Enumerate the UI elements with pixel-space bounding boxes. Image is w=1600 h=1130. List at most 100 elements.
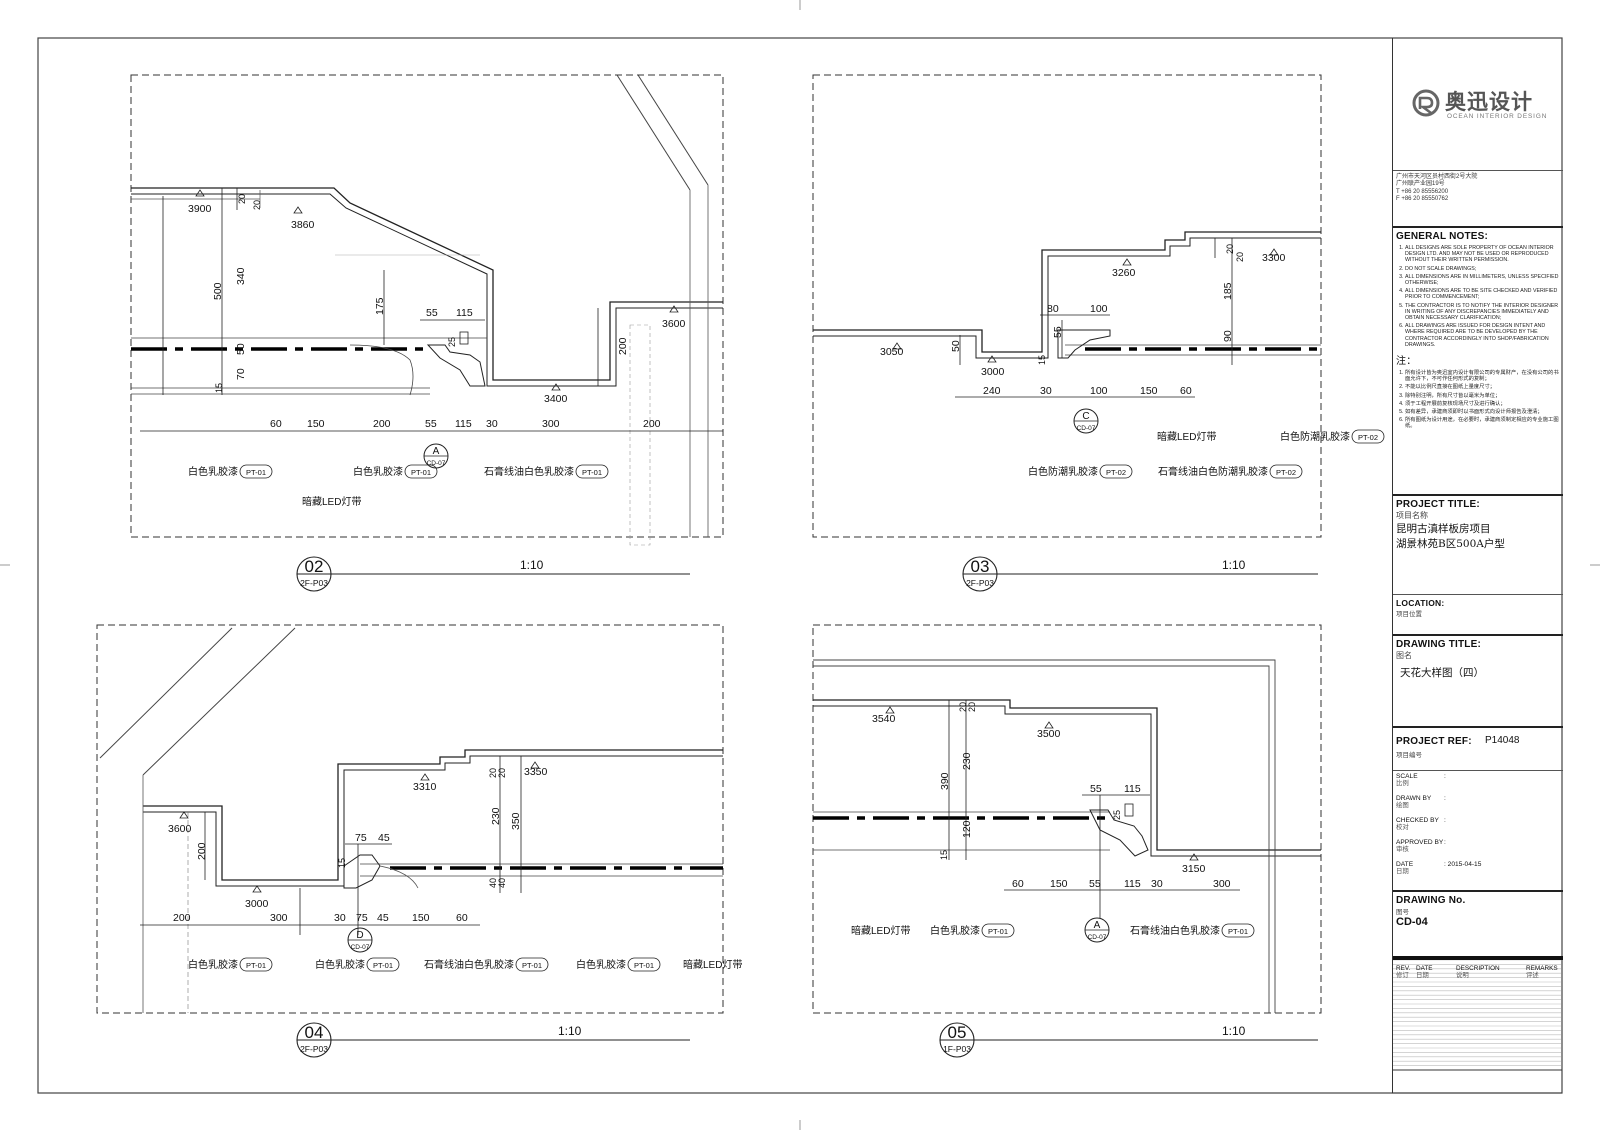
level-value: 3000 bbox=[981, 366, 1005, 378]
detail-scale: 1:10 bbox=[1222, 1024, 1246, 1038]
drawing-title-section: DRAWING TITLE: 图名 天花大样图（四） bbox=[1393, 634, 1563, 726]
cn-note: 所有图纸为设计用途，在必要时，承建商须制定相应的专业施工图纸。 bbox=[1405, 417, 1560, 429]
drawing-title-label: DRAWING TITLE: bbox=[1396, 639, 1482, 650]
revision-header: REV.修订 bbox=[1396, 965, 1411, 980]
detail-sheet-ref: 1F-P03 bbox=[943, 1044, 971, 1054]
dimension-value: 30 bbox=[1151, 878, 1163, 890]
info-row-label: CHECKED BY bbox=[1396, 817, 1439, 824]
level-value: 3300 bbox=[1262, 252, 1286, 264]
dimension-value: 60 bbox=[456, 912, 468, 924]
dimension-value: 30 bbox=[1040, 385, 1052, 397]
dimension-value: 185 bbox=[1222, 282, 1234, 300]
dimension-value: 150 bbox=[1140, 385, 1158, 397]
material-tag: PT-01 bbox=[366, 957, 400, 972]
material-label: 石膏线油白色防潮乳胶漆 bbox=[1158, 465, 1268, 478]
dimension-value: 200 bbox=[643, 418, 661, 430]
drawing-no-sub: 图号 bbox=[1396, 909, 1409, 916]
dimension-value: 55 bbox=[1090, 783, 1102, 795]
dimension-value: 55 bbox=[1089, 878, 1101, 890]
project-ref-sub: 项目编号 bbox=[1396, 752, 1422, 759]
general-note: ALL DIMENSIONS ARE IN MILLIMETERS, UNLES… bbox=[1405, 274, 1560, 286]
level-value: 3600 bbox=[168, 823, 192, 835]
title-block-rules bbox=[1392, 1069, 1562, 1094]
dimension-value: 30 bbox=[486, 418, 498, 430]
dimension-value: 390 bbox=[939, 772, 951, 790]
dimension-value: 200 bbox=[617, 337, 629, 355]
callout-ref: CD-07 bbox=[1077, 425, 1096, 432]
callout-ref: CD-07 bbox=[1088, 934, 1107, 941]
material-tag-code: PT-01 bbox=[373, 961, 393, 970]
info-row-sub: 日期 bbox=[1396, 868, 1409, 876]
dimension-value: 70 bbox=[235, 368, 247, 380]
dimension-value: 230 bbox=[961, 752, 973, 770]
section-callout: ACD-07 bbox=[1084, 917, 1110, 943]
project-title-line: 昆明古滇样板房项目 bbox=[1396, 523, 1491, 535]
dimension-value: 150 bbox=[1050, 878, 1068, 890]
info-row-sub: 比例 bbox=[1396, 780, 1409, 788]
address-section: 广州市天河区员村西街2号大院 广州联产业园19号 T +86 20 855562… bbox=[1393, 170, 1563, 226]
detail-sheet-ref: 2F-P03 bbox=[300, 578, 328, 588]
material-tag: PT-02 bbox=[1351, 429, 1385, 444]
material-tag: PT-01 bbox=[404, 464, 438, 479]
dimension-value: 300 bbox=[1213, 878, 1231, 890]
info-row-label: DRAWN BY bbox=[1396, 795, 1432, 802]
cn-note: 不能以比例尺直接在图纸上量度尺寸； bbox=[1405, 384, 1560, 390]
location-sub: 项目位置 bbox=[1396, 611, 1422, 618]
logo: 奥迅设计 OCEAN INTERIOR DESIGN bbox=[1411, 86, 1561, 136]
material-tag-code: PT-01 bbox=[582, 468, 602, 477]
material-tag-code: PT-02 bbox=[1358, 433, 1378, 442]
level-value: 3400 bbox=[544, 393, 568, 405]
dimension-value: 20 bbox=[237, 194, 247, 204]
section-callout: DCD-07 bbox=[347, 927, 373, 953]
material-tag: PT-01 bbox=[239, 464, 273, 479]
detail-sheet-ref: 2F-P03 bbox=[300, 1044, 328, 1054]
material-tag-code: PT-01 bbox=[522, 961, 542, 970]
dimension-value: 60 bbox=[1180, 385, 1192, 397]
project-title-section: PROJECT TITLE: 项目名称 昆明古滇样板房项目 湖景林苑B区500A… bbox=[1393, 494, 1563, 594]
detail-number: 03 bbox=[971, 557, 990, 576]
dimension-value: 175 bbox=[374, 297, 386, 315]
dimension-value: 200 bbox=[373, 418, 391, 430]
revision-table-lines bbox=[1393, 959, 1561, 1066]
material-tag: PT-01 bbox=[627, 957, 661, 972]
drawing-number: CD-04 bbox=[1396, 916, 1428, 928]
info-row-label: SCALE bbox=[1396, 773, 1418, 780]
dimension-value: 20 bbox=[497, 768, 507, 778]
dimension-value: 45 bbox=[378, 832, 390, 844]
info-row-sub: 校对 bbox=[1396, 824, 1409, 832]
dimension-value: 25 bbox=[447, 337, 457, 347]
level-value: 3150 bbox=[1182, 863, 1206, 875]
info-row-value: : 2015-04-15 bbox=[1444, 861, 1482, 868]
project-title-sub: 项目名称 bbox=[1396, 511, 1428, 520]
drawing-title: 天花大样图（四） bbox=[1400, 667, 1484, 679]
cn-note: 除特别注明，所有尺寸皆以毫米为单位； bbox=[1405, 393, 1560, 399]
general-note: THE CONTRACTOR IS TO NOTIFY THE INTERIOR… bbox=[1405, 303, 1560, 322]
section-callout: ACD-07 bbox=[423, 443, 449, 469]
dimension-value: 120 bbox=[961, 820, 973, 838]
dimension-value: 115 bbox=[1124, 783, 1141, 795]
project-title-label: PROJECT TITLE: bbox=[1396, 499, 1480, 510]
drawing-no-section: DRAWING No. 图号 CD-04 bbox=[1393, 890, 1563, 956]
callout-letter: A bbox=[433, 446, 440, 457]
logo-english-name: OCEAN INTERIOR DESIGN bbox=[1447, 113, 1548, 120]
material-label: 白色乳胶漆 bbox=[188, 465, 238, 478]
level-value: 3350 bbox=[524, 766, 548, 778]
drawing-title-sub: 图名 bbox=[1396, 651, 1412, 660]
material-label: 白色防潮乳胶漆 bbox=[1028, 465, 1098, 478]
address-line: 广州市天河区员村西街2号大院 bbox=[1396, 174, 1478, 180]
material-label: 白色乳胶漆 bbox=[353, 465, 403, 478]
dimension-value: 15 bbox=[1037, 355, 1047, 365]
dimension-value: 200 bbox=[196, 842, 208, 860]
dimension-value: 230 bbox=[490, 807, 502, 825]
dimension-value: 45 bbox=[377, 912, 389, 924]
dimension-value: 115 bbox=[455, 418, 472, 430]
detail-03-drawing bbox=[812, 74, 1322, 538]
